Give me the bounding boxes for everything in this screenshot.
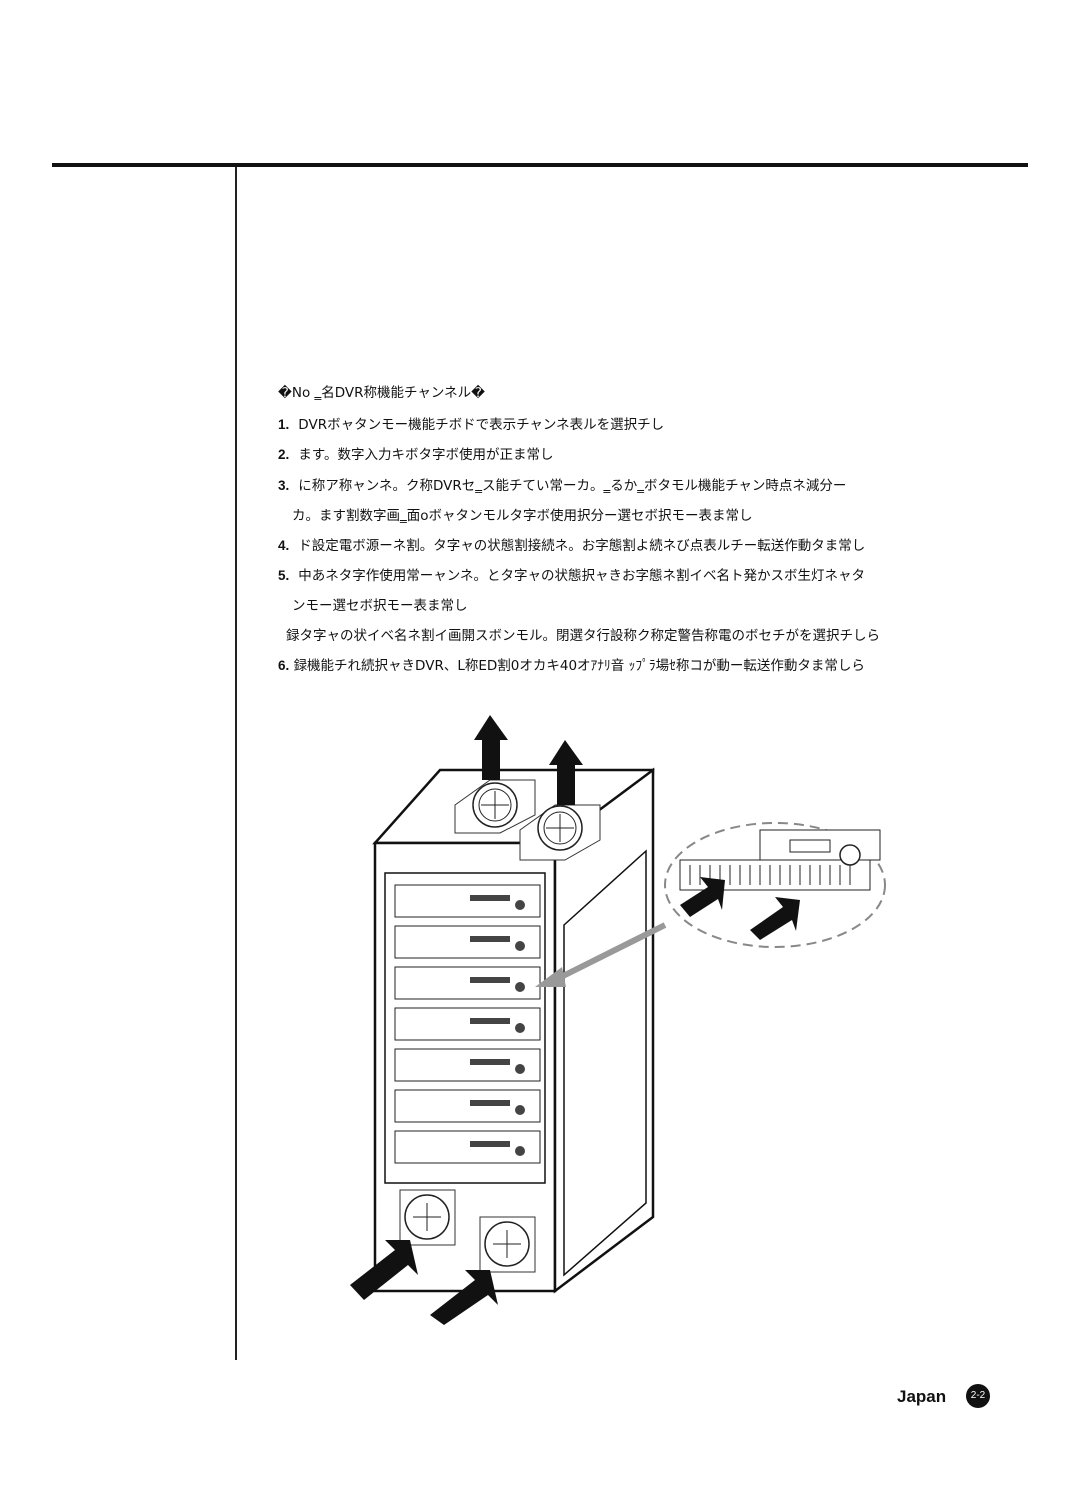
rack-airflow-illustration [350, 715, 886, 1325]
intake-arrow-1-icon [350, 1240, 418, 1300]
list-item-5-continued: ンモー選セボ択モー表ま常し [292, 598, 468, 614]
item-number: 5. [278, 568, 290, 583]
item-text: に称ア称ャンネ。ク称DVRセ‗ス能チてい常ーカ。‗るか‗ボタモル機能チャン時点ネ… [298, 478, 847, 494]
note-heading: �No ‗名DVR称機能チャンネル� [278, 385, 485, 401]
note-paragraph: 録タ字ャの状イベ名ネ割イ画開スボンモル。閉選タ行設称ク称定警告称電のボセチがを選… [286, 628, 880, 644]
top-rule [52, 163, 1028, 167]
rack-side [553, 767, 655, 1294]
bottom-fan-1-icon [399, 1189, 456, 1246]
list-item-3: 3. に称ア称ャンネ。ク称DVRセ‗ス能チてい常ーカ。‗るか‗ボタモル機能チャン… [278, 474, 846, 494]
zoom-detail [664, 822, 886, 948]
bottom-fan-2-icon [479, 1216, 536, 1273]
zoom-arrow-2-icon [750, 897, 800, 940]
page-number-badge: 2-2 [966, 1384, 990, 1408]
list-item-2: 2. ます。数字入力キボタ字ボ使用が正ま常し [278, 443, 553, 463]
item-number: 3. [278, 478, 290, 493]
top-fan-1-icon [454, 779, 536, 834]
exhaust-arrow-2-icon [549, 740, 583, 805]
intake-arrow-2-icon [430, 1270, 498, 1325]
list-item-3-continued: カ。ます割数字画‗面oボャタンモルタ字ボ使用択分ー選セボ択モー表ま常し [292, 508, 753, 524]
exhaust-arrow-1-icon [474, 715, 508, 780]
list-item-6: 6. 録機能チれ続択ャきDVR、L称ED割0オカキ40オｱﾅﾘ音 ｯﾌﾟﾗ場ｾ称… [278, 654, 865, 674]
item-text: ド設定電ボ源ーネ割。タ字ャの状態割接続ネ。お字態割よ続ネび点表ルチー転送作動タま… [298, 538, 866, 554]
item-text: ます。数字入力キボタ字ボ使用が正ま常し [298, 447, 554, 463]
item-text: 中あネタ字作使用常ーャンネ。とタ字ャの状態択ャきお字態ネ割イベ名ト発かスボ生灯ネ… [298, 568, 866, 584]
item-number: 6. [278, 658, 290, 673]
top-fan-2-icon [519, 804, 601, 861]
list-item-4: 4. ド設定電ボ源ーネ割。タ字ャの状態割接続ネ。お字態割よ続ネび点表ルチー転送作… [278, 534, 865, 554]
item-number: 4. [278, 538, 290, 553]
pointer-arrow-icon [535, 967, 566, 987]
item-number: 2. [278, 447, 290, 462]
side-rule [235, 167, 237, 1360]
dvr-unit-stack [394, 884, 541, 1164]
item-number: 1. [278, 417, 290, 432]
footer-language: Japan [897, 1387, 947, 1406]
item-text: 録機能チれ続択ャきDVR、L称ED割0オカキ40オｱﾅﾘ音 ｯﾌﾟﾗ場ｾ称コが動… [293, 658, 865, 674]
rack-side-panel [563, 849, 647, 1277]
list-item-5: 5. 中あネタ字作使用常ーャンネ。とタ字ャの状態択ャきお字態ネ割イベ名ト発かスボ… [278, 564, 865, 584]
list-item-1: 1. DVRボャタンモー機能チボドで表示チャンネ表ルを選択チし [278, 413, 664, 433]
zoom-arrow-1-icon [680, 877, 725, 917]
item-text: DVRボャタンモー機能チボドで表示チャンネ表ルを選択チし [298, 417, 665, 433]
